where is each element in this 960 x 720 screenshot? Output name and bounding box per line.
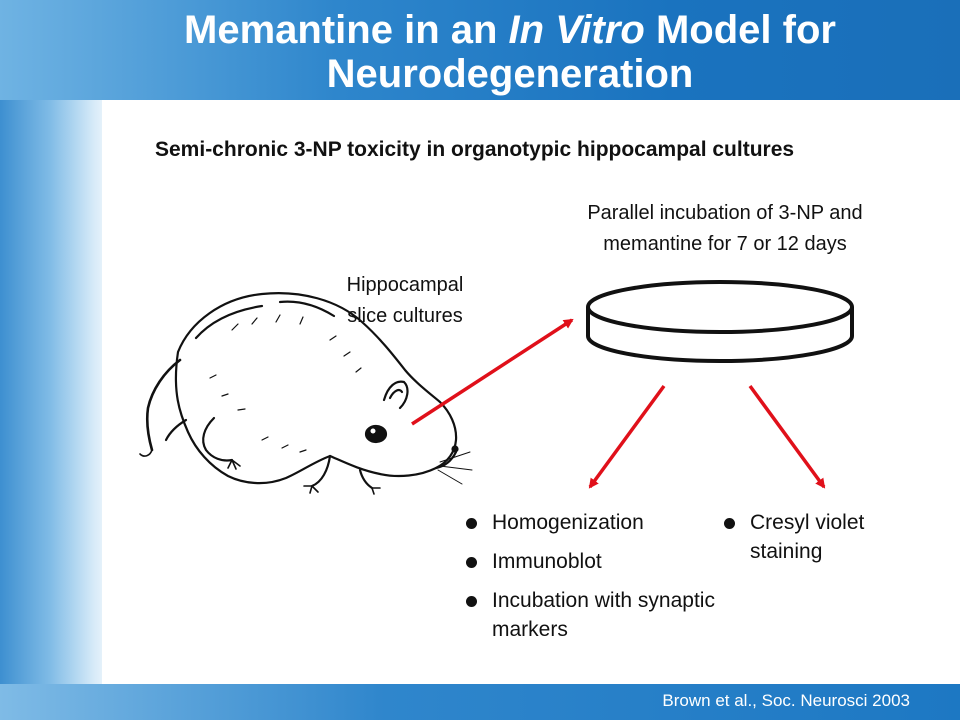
title-text-part2: Model for: [644, 8, 836, 52]
hippocampal-slice-label: Hippocampal slice cultures: [310, 270, 500, 332]
hippocampal-label-line2: slice cultures: [347, 305, 463, 327]
content-panel: [102, 100, 960, 684]
citation: Brown et al., Soc. Neurosci 2003: [662, 691, 910, 710]
bottom-footer-bar: [0, 684, 960, 720]
left-outcome-list: Homogenization Immunoblot Incubation wit…: [464, 508, 724, 654]
parallel-incubation-label: Parallel incubation of 3-NP and memantin…: [520, 198, 930, 260]
list-item: Incubation with synaptic markers: [464, 586, 724, 644]
petri-dish-icon: [586, 280, 854, 363]
arrow-dish-to-biochem: [588, 384, 666, 489]
list-item-text: Immunoblot: [492, 550, 602, 573]
list-item-text: Cresyl violet staining: [750, 511, 865, 563]
title-text-part1: Memantine in an: [184, 8, 509, 52]
parallel-label-line2: memantine for 7 or 12 days: [603, 233, 847, 255]
slide-title: Memantine in an In Vitro Model for Neuro…: [0, 8, 960, 96]
bullet-icon: [466, 596, 477, 607]
slide-subtitle: Semi-chronic 3-NP toxicity in organotypi…: [155, 138, 795, 161]
right-outcome-list: Cresyl violet staining: [722, 508, 932, 576]
list-item-text: Incubation with synaptic markers: [492, 589, 715, 641]
bullet-icon: [466, 557, 477, 568]
parallel-label-line1: Parallel incubation of 3-NP and: [587, 202, 863, 224]
title-text-italic: In Vitro: [508, 8, 645, 52]
arrow-dish-to-staining: [748, 384, 826, 489]
list-item: Cresyl violet staining: [722, 508, 932, 566]
title-bar: [0, 0, 960, 100]
bullet-icon: [466, 518, 477, 529]
hippocampal-label-line1: Hippocampal: [346, 274, 464, 296]
list-item: Immunoblot: [464, 547, 724, 576]
left-gradient-background: [0, 0, 110, 720]
arrow-rat-to-dish: [411, 318, 574, 426]
list-item-text: Homogenization: [492, 511, 644, 534]
title-text-line2: Neurodegeneration: [326, 52, 694, 96]
list-item: Homogenization: [464, 508, 724, 537]
bullet-icon: [724, 518, 735, 529]
rat-illustration: [139, 292, 473, 495]
